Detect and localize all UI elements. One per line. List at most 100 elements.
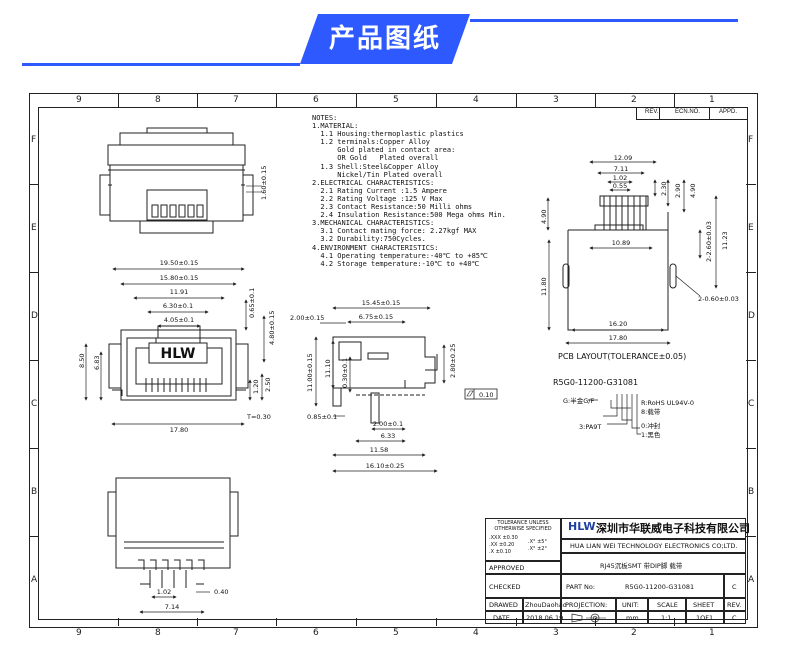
side-view [332, 336, 438, 424]
dim-top-side: 1.60±0.15 [260, 166, 268, 200]
dim-front-h4: 6.83 [93, 356, 101, 370]
grid-tick [118, 93, 119, 107]
grid-row-label-right: A [748, 575, 755, 585]
dim-pcb-3: 1.02 [613, 174, 627, 182]
flatness-callout [464, 388, 498, 400]
grid-row-label-right: C [748, 399, 755, 409]
dim-bot-3: 7.14 [165, 603, 179, 611]
dim-pcb-7: 2.90 [674, 184, 682, 198]
ecn-header: ECN.NO. [675, 109, 701, 115]
grid-tick [746, 360, 756, 361]
grid-tick [276, 618, 277, 626]
unit-label: UNIT: [622, 601, 639, 609]
grid-col-label-bottom: 9 [76, 628, 82, 638]
grid-row-label-left: A [31, 575, 38, 585]
dim-pcb-2: 7.11 [614, 165, 628, 173]
grid-col-label-bottom: 4 [473, 628, 479, 638]
dim-side-w2: 6.75±0.15 [359, 313, 393, 321]
part-code-item: G:半金G/F [563, 396, 594, 405]
projection-symbol-icon [571, 613, 606, 623]
drawing-frame-inner [38, 107, 748, 620]
dimension-labels: 1.60±0.15 19.50±0.15 15.80±0.15 11.91 6.… [78, 154, 739, 611]
dim-front-h6: 2.50 [264, 378, 272, 392]
grid-row-label-left: E [31, 223, 37, 233]
note-line: 3.MECHANICAL CHARACTERISTICS: [312, 219, 435, 228]
dim-side-b5: 16.10±0.25 [366, 462, 405, 470]
note-line: 1.MATERIAL: [312, 122, 359, 131]
grid-tick [436, 618, 437, 626]
dim-pcb-14: 16.20 [609, 320, 628, 328]
dim-side-b4: 11.58 [370, 446, 389, 454]
dim-front-w2: 15.80±0.15 [160, 274, 199, 282]
grid-row-label-left: F [31, 135, 37, 145]
pcb-layout-view [562, 195, 677, 331]
note-line: 1.2 terminals:Copper Alloy [312, 138, 431, 147]
grid-tick [746, 184, 756, 185]
dim-pcb-13: 2-0.60±0.03 [698, 295, 739, 303]
note-line: 2.4 Insulation Resistance:500 Mega ohms … [312, 211, 506, 220]
dim-front-h1: 0.65±0.1 [248, 288, 256, 318]
grid-row-label-left: D [31, 311, 38, 321]
dim-side-h4: 2.80±0.25 [449, 344, 457, 378]
dim-front-t: T=0.30 [246, 413, 271, 421]
checked-label: CHECKED [489, 583, 521, 591]
drawed-label: DRAWED [489, 601, 518, 609]
revision-block: REV. ECN.NO. APPD. [636, 107, 747, 120]
dim-bot-1: 1.02 [157, 588, 171, 596]
company-cn-box [561, 518, 746, 539]
grid-tick [674, 618, 675, 626]
dim-side-b3: 6.33 [381, 432, 395, 440]
dim-side-h2: 11.10 [324, 359, 332, 378]
tolerance-3: .X ±0.10 [489, 549, 511, 555]
grid-row-label-right: B [748, 487, 755, 497]
dim-side-w1: 15.45±0.15 [362, 299, 401, 307]
top-view [99, 127, 262, 234]
drawer-name: ZhouDaohao [525, 601, 567, 609]
notes-block: NOTES:1.MATERIAL: 1.1 Housing:thermoplas… [312, 114, 506, 268]
grid-col-label-bottom: 2 [631, 628, 637, 638]
grid-tick [356, 93, 357, 107]
note-line: 3.2 Durability:750Cycles. [312, 235, 426, 244]
grid-col-label-bottom: 5 [393, 628, 399, 638]
grid-col-label-top: 5 [393, 95, 399, 105]
dim-front-w5: 4.05±0.1 [164, 316, 194, 324]
dim-pcb-4: 0.55 [613, 182, 627, 190]
sheet-label: SHEET [693, 601, 715, 609]
dim-pcb-5: 10.89 [612, 239, 631, 247]
sheet-value: 1OF1 [696, 614, 714, 622]
grid-col-label-bottom: 7 [233, 628, 239, 638]
dim-bot-2: 0.40 [214, 588, 228, 596]
note-line: 2.1 Rating Current :1.5 Ampere [312, 186, 447, 195]
grid-col-label-top: 6 [313, 95, 319, 105]
part-code-item: R:RoHS UL94V-0 [641, 399, 694, 407]
grid-tick [595, 93, 596, 107]
bottom-view [107, 477, 239, 588]
tolerance-1: .XXX ±0.30 [489, 535, 518, 541]
grid-tick [516, 618, 517, 626]
grid-col-label-top: 1 [709, 95, 715, 105]
grid-col-label-bottom: 1 [709, 628, 715, 638]
grid-col-label-top: 3 [553, 95, 559, 105]
part-code-item: 1:黑色 [641, 430, 661, 439]
dim-front-h2: 4.80±0.15 [268, 311, 276, 345]
dim-pcb-10: 2-2.60±0.03 [705, 221, 713, 262]
dim-pcb-8: 4.90 [689, 184, 697, 198]
approved-label: APPROVED [489, 564, 525, 572]
scale-value: 1:1 [661, 614, 672, 622]
dim-pcb-1: 12.09 [614, 154, 633, 162]
grid-col-label-bottom: 6 [313, 628, 319, 638]
dim-pcb-12: 11.80 [540, 277, 548, 296]
dim-side-h3: 0.30±0.1 [341, 358, 349, 388]
dim-pcb-9: 4.90 [540, 210, 548, 224]
rev-value: C [732, 614, 737, 622]
grid-row-label-right: E [748, 223, 754, 233]
note-line: NOTES: [312, 114, 338, 122]
dim-front-w3: 11.91 [170, 288, 189, 296]
tolerance-2: .XX ±0.20 [489, 542, 515, 548]
dim-pcb-6: 2.30 [660, 182, 668, 196]
grid-tick [746, 448, 756, 449]
grid-col-label-bottom: 8 [155, 628, 161, 638]
part-code: R5G0-11200-G31081 [553, 378, 638, 387]
note-line: 2.ELECTRICAL CHARACTERISTICS: [312, 178, 435, 187]
